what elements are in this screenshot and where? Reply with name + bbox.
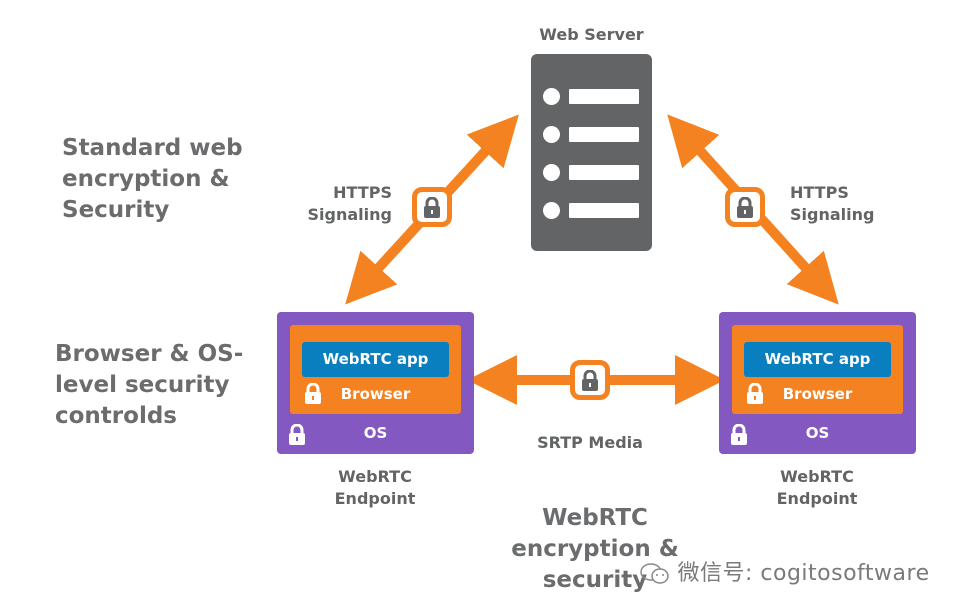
right-endpoint-caption: WebRTC Endpoint [742, 466, 892, 510]
label-line: Signaling [307, 205, 392, 224]
right-signaling-lock-badge [725, 187, 765, 227]
webrtc-security-title: WebRTC encryption & security [510, 503, 680, 596]
srtp-media-label: SRTP Media [537, 433, 643, 452]
web-server-label: Web Server [539, 25, 644, 44]
right-endpoint: WebRTC app Browser OS [719, 312, 916, 454]
media-lock-badge [570, 360, 610, 400]
right-signaling-label: HTTPS Signaling [790, 182, 890, 226]
label-line: controlds [55, 403, 177, 429]
label-line: Standard web [62, 135, 243, 161]
lock-icon [747, 383, 763, 404]
label-line: HTTPS [790, 183, 849, 202]
label-line: Endpoint [334, 489, 416, 508]
lock-icon [289, 424, 305, 445]
left-endpoint-caption: WebRTC Endpoint [300, 466, 450, 510]
browser-layer: WebRTC app Browser [290, 325, 461, 414]
label-line: encryption & [62, 166, 230, 192]
server-icon [531, 54, 652, 251]
label-line: Endpoint [776, 489, 858, 508]
browser-os-security-label: Browser & OS- level security controlds [55, 339, 243, 432]
label-line: Security [62, 197, 170, 223]
lock-icon [305, 383, 321, 404]
browser-layer: WebRTC app Browser [732, 325, 903, 414]
label-line: Signaling [790, 205, 875, 224]
label-line: HTTPS [333, 183, 392, 202]
left-signaling-label: HTTPS Signaling [292, 182, 392, 226]
left-signaling-lock-badge [412, 187, 452, 227]
webrtc-app-layer: WebRTC app [302, 342, 449, 377]
label-line: Browser & OS- [55, 341, 244, 367]
standard-web-security-label: Standard web encryption & Security [62, 133, 243, 226]
lock-icon [424, 197, 440, 218]
wechat-icon [640, 563, 670, 585]
left-endpoint: WebRTC app Browser OS [277, 312, 474, 454]
browser-label: Browser [782, 385, 853, 403]
label-line: level security [55, 372, 230, 398]
webrtc-app-layer: WebRTC app [744, 342, 891, 377]
browser-label: Browser [340, 385, 411, 403]
watermark: 微信号: cogitosoftware [640, 555, 930, 587]
label-line: WebRTC [780, 467, 854, 486]
os-label: OS [805, 424, 830, 442]
lock-icon [731, 424, 747, 445]
watermark-text: 微信号: cogitosoftware [677, 561, 930, 586]
label-line: WebRTC [542, 505, 648, 531]
label-line: encryption & [511, 536, 679, 562]
lock-icon [582, 370, 598, 391]
lock-icon [737, 197, 753, 218]
label-line: security [542, 567, 648, 593]
os-label: OS [363, 424, 388, 442]
label-line: WebRTC [338, 467, 412, 486]
